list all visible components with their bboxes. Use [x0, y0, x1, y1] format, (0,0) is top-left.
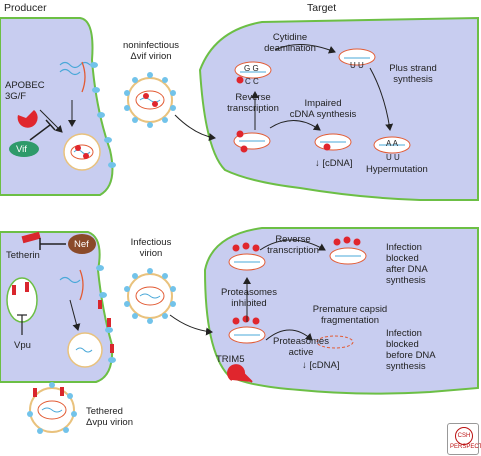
- trim5-label: TRIM5: [216, 354, 245, 365]
- apobec-label: APOBEC 3G/F: [5, 80, 45, 102]
- producer-cell-top: [0, 17, 114, 196]
- infectious-label: Infectious virion: [130, 237, 172, 259]
- cc-label: C C: [245, 77, 259, 86]
- csh-logo-sub: PERSPECTIVES: [450, 444, 481, 450]
- tetherin-membrane: [98, 300, 114, 353]
- uu2-label: U U: [386, 153, 400, 162]
- impaired-complex: [314, 133, 352, 151]
- virion-noninfectious-label: noninfectious Δvif virion: [123, 40, 179, 62]
- membrane-spikes-bottom: [96, 265, 116, 363]
- vpu-vesicle: [6, 277, 38, 335]
- hypermutation-label: Hypermutation: [366, 164, 428, 175]
- nef-protein: [68, 234, 96, 254]
- cdna-top-label: ↓ [cDNA]: [315, 158, 353, 169]
- vif-inhibition: [29, 124, 51, 141]
- rna-top: [59, 61, 91, 69]
- aa-label: A A: [386, 139, 399, 148]
- target-header: Target: [307, 2, 337, 14]
- blocked-before-label: Infection blocked before DNA synthesis: [386, 328, 436, 372]
- vif-protein: [9, 141, 39, 157]
- csh-logo-mark: CSH: [455, 427, 473, 445]
- trim5-capsid-complex: [228, 315, 266, 344]
- assembling-virion-bottom: [67, 332, 103, 368]
- impaired-label: Impaired cDNA synthesis: [289, 98, 357, 120]
- target-cell-bottom: [203, 227, 479, 395]
- blocked-after-label: Infection blocked after DNA synthesis: [386, 242, 428, 286]
- proteasomes-inhibited-label: Proteasomes inhibited: [221, 287, 277, 309]
- vif-label: Vif: [16, 144, 27, 155]
- trim5-protein: [227, 364, 253, 383]
- trim5-blocked-complex: [329, 236, 367, 265]
- rna-bottom: [59, 276, 81, 284]
- virion-infectious: [127, 273, 173, 319]
- csh-logo: CSH PERSPECTIVES: [447, 423, 481, 455]
- cdna-bottom-label: ↓ [cDNA]: [302, 360, 340, 371]
- trim5-rt-complex: [228, 242, 266, 271]
- vpu-label: Vpu: [14, 340, 31, 351]
- virion-noninfectious: [127, 77, 173, 123]
- reverse-transcription-bottom-label: Reverse transcription: [267, 234, 319, 256]
- virion-spikes-bottom: [124, 268, 176, 324]
- target-cell-top: [198, 16, 479, 201]
- uu1-label: U U: [350, 61, 364, 70]
- hypermutation-complex: [373, 136, 411, 154]
- tethered-label: Tethered Δvpu virion: [86, 406, 134, 428]
- rt-complex-gg: [234, 61, 272, 84]
- producer-header: Producer: [4, 2, 47, 14]
- cytidine-label: Cytidine deamination: [264, 32, 316, 54]
- virion-spikes-top: [124, 72, 176, 128]
- rt-start-complex: [233, 130, 271, 153]
- premature-label: Premature capsid fragmentation: [312, 304, 388, 326]
- plus-strand-complex: [338, 48, 376, 66]
- reverse-transcription-top-label: Reverse transcription: [227, 92, 279, 114]
- gg-label: G G: [244, 64, 259, 73]
- nef-label: Nef: [74, 239, 89, 250]
- proteasomes-active-label: Proteasomes active: [273, 336, 329, 358]
- fragmented-capsid: [316, 335, 354, 349]
- plus-strand-label: Plus strand synthesis: [389, 63, 437, 85]
- virion-tethered: [27, 382, 77, 434]
- tetherin-label: Tetherin: [6, 250, 40, 261]
- tetherin-protein: [21, 231, 41, 244]
- apobec-protein: [17, 110, 38, 128]
- membrane-spikes-top: [90, 62, 116, 168]
